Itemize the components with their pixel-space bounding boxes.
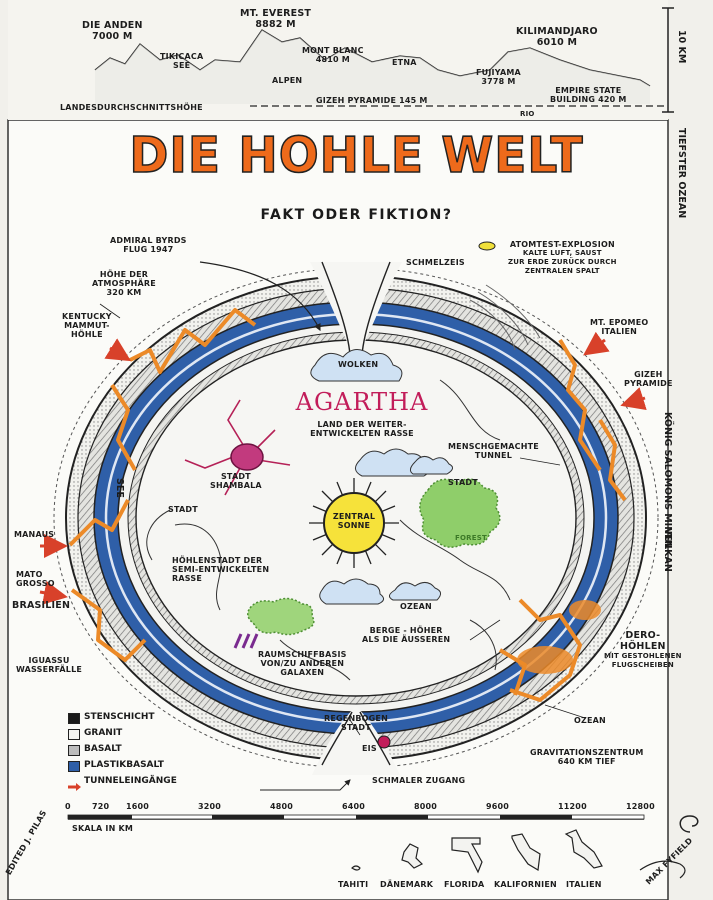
scale-tick: 8000 [414, 802, 438, 811]
country-italien: Italien [566, 880, 602, 889]
country-florida: Florida [444, 880, 485, 889]
label-schmelzeis: Schmelzeis [406, 258, 465, 267]
label-regenbogen: RegenbogenStadt [324, 714, 388, 732]
scale-tick: 11200 [558, 802, 587, 811]
label-epomeo: Mt. EpomeoItalien [590, 318, 649, 336]
label-manaus: Manaus [14, 530, 55, 539]
scale-tick: 1600 [126, 802, 150, 811]
label-kilimandjaro: Kilimandjaro6010 M [516, 26, 598, 48]
country-kalifornien: Kalifornien [494, 880, 557, 889]
label-dero: Dero- Höhlen mit gestohlenen Flugscheibe… [604, 630, 682, 669]
label-atmosphaere: Höhe derAtmosphäre320 KM [92, 270, 156, 297]
label-mont-blanc: Mont Blanc4810 M [302, 46, 364, 64]
scale-unit: Skala in KM [72, 824, 134, 833]
label-ozean-inner: Ozean [400, 602, 432, 611]
scale-tick: 4800 [270, 802, 294, 811]
sun-label: ZentralSonne [332, 512, 376, 530]
clouds [310, 349, 453, 605]
label-tunnel: MenschgemachteTunnel [448, 442, 539, 460]
legend-swatch [68, 729, 80, 740]
label-anden: Die Anden7000 M [82, 20, 143, 42]
spaceship-base-icon [233, 633, 259, 649]
label-10km: 10 KM [676, 30, 687, 64]
label-eis: Eis [362, 744, 377, 753]
label-gizeh-header: Gizeh Pyramide 145 M [316, 96, 428, 105]
label-landesdurchschnitt: Landesdurchschnittshöhe [60, 103, 203, 112]
scale-tick: 9600 [486, 802, 510, 811]
shambala-city-icon [184, 399, 291, 496]
label-fujiyama: Fujiyama3778 M [476, 68, 521, 86]
scale-tick: 12800 [626, 802, 655, 811]
legend-swatch [68, 713, 80, 724]
scale-tick: 720 [92, 802, 110, 811]
tunnel-entrance-arrows [39, 331, 647, 605]
label-atomtest: Atomtest-Explosion Kalte Luft, saust zur… [508, 240, 617, 275]
agartha-description: Land der Weiter-entwickelten Rasse [310, 420, 414, 438]
label-mato-grosso: MatoGrosso [16, 570, 55, 588]
label-vulkan: Vulkan [662, 528, 673, 572]
scale-tick: 6400 [342, 802, 366, 811]
label-gizeh: GizehPyramide [624, 370, 673, 388]
label-alpen: Alpen [272, 76, 303, 85]
scale-tick: 3200 [198, 802, 222, 811]
forest-icon [419, 478, 501, 548]
label-kentucky: KentuckyMammut-Höhle [62, 312, 112, 339]
label-tikicaca: TikicacaSee [160, 52, 204, 70]
label-schmaler-zugang: Schmaler Zugang [372, 776, 466, 785]
label-stadt-left: Stadt [168, 505, 198, 514]
label-raumschiff: Raumschiffbasisvon/zu anderenGalaxen [258, 650, 347, 677]
agartha-label: AGARTHA [295, 388, 429, 416]
label-shambala: StadtShambala [210, 472, 262, 490]
legend-swatch [68, 745, 80, 756]
scale-tick: 0 [65, 802, 71, 811]
country-silhouettes [351, 829, 603, 874]
label-everest: Mt. Everest8882 M [240, 8, 312, 30]
label-rio: Rio [520, 110, 535, 118]
label-hoehlenstadt: Höhlenstadt derSemi-EntwickeltenRasse [172, 556, 270, 583]
label-wolken: Wolken [338, 360, 379, 369]
legend-swatch [68, 761, 80, 772]
scale-bar [67, 814, 645, 820]
label-admiral-byrd: Admiral ByrdsFlug 1947 [110, 236, 187, 254]
central-sun-icon [309, 478, 399, 568]
label-stadt-right: Stadt [448, 478, 478, 487]
label-iguassu: IguassuWasserfälle [16, 656, 83, 674]
country-daenemark: Dänemark [380, 880, 434, 889]
label-brasilien: Brasilien [12, 600, 71, 611]
label-forest: Forest [455, 534, 487, 542]
country-tahiti: Tahiti [338, 880, 369, 889]
arrow-right-icon [68, 777, 81, 791]
label-see: See [114, 478, 125, 498]
page-subtitle: FAKT ODER FIKTION? [260, 207, 453, 223]
label-ozean-outer: Ozean [574, 716, 606, 725]
field-icon [247, 597, 315, 636]
tunnels [68, 308, 627, 702]
label-etna: Etna [392, 58, 417, 67]
label-empire-state: Empire StateBuilding 420 M [550, 86, 627, 104]
label-berge: Berge - Höherals die Äusseren [362, 626, 451, 644]
page-title: DIE HOHLE WELT [129, 126, 584, 185]
label-gravitation: Gravitationszentrum640 KM tief [530, 748, 644, 766]
